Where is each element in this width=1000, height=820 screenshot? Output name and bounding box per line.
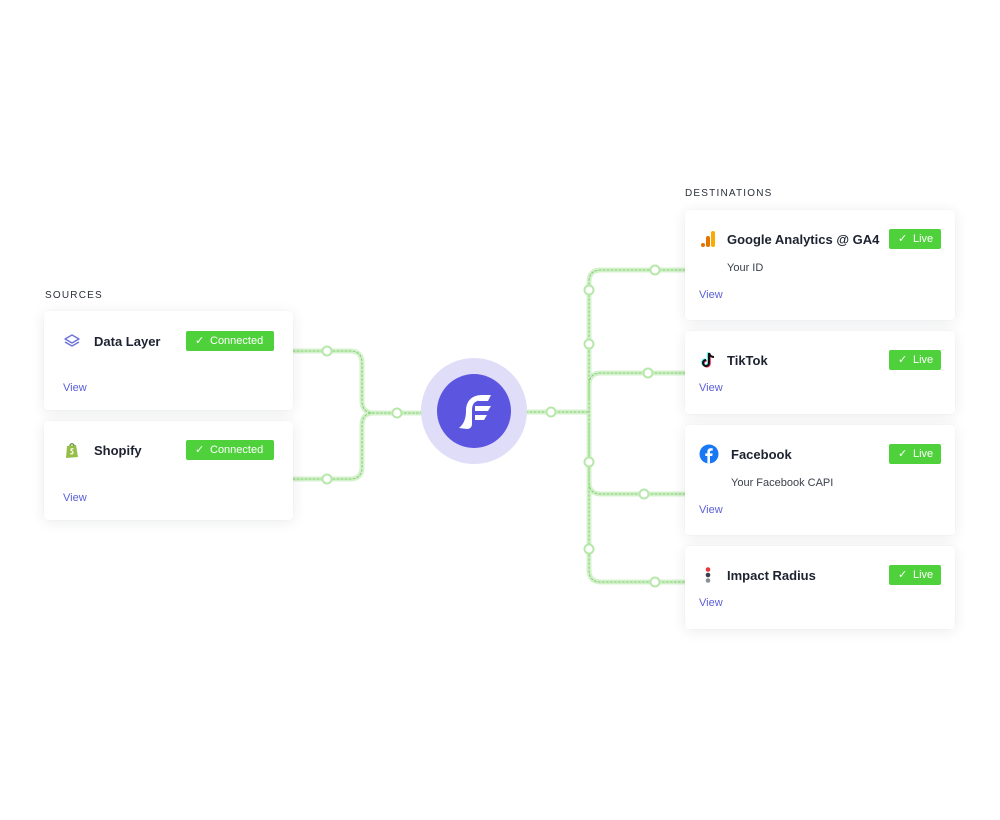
- wire-node: [391, 407, 403, 419]
- source-card-shopify: Shopify ✓ Connected View: [44, 421, 293, 520]
- wire-node: [583, 284, 595, 296]
- destination-card-tiktok: TikTok ✓ Live View: [685, 331, 955, 414]
- wire-node: [321, 345, 333, 357]
- status-text: Connected: [210, 444, 264, 456]
- wire-node: [642, 367, 654, 379]
- status-badge: ✓ Live: [889, 229, 941, 249]
- facebook-icon: [699, 444, 719, 464]
- destination-card-google-analytics: Google Analytics @ GA4 ✓ Live Your ID Vie…: [685, 210, 955, 320]
- hub-logo: [437, 374, 511, 448]
- shopify-icon: [66, 443, 78, 458]
- status-badge: ✓ Live: [889, 350, 941, 370]
- google-analytics-icon: [701, 231, 715, 247]
- check-icon: ✓: [898, 354, 908, 366]
- wire-node: [649, 264, 661, 276]
- check-icon: ✓: [898, 569, 908, 581]
- wire-node: [638, 488, 650, 500]
- check-icon: ✓: [898, 448, 908, 460]
- sources-label: SOURCES: [45, 290, 103, 301]
- destinations-label: DESTINATIONS: [685, 188, 773, 199]
- destination-subtitle: Your Facebook CAPI: [731, 477, 834, 489]
- wire-node: [583, 338, 595, 350]
- destination-card-facebook: Facebook ✓ Live Your Facebook CAPI View: [685, 425, 955, 535]
- destination-title: TikTok: [727, 353, 768, 368]
- elevar-logo-icon: [459, 395, 491, 429]
- destination-card-impact-radius: Impact Radius ✓ Live View: [685, 546, 955, 629]
- wire-node: [583, 456, 595, 468]
- wire-node: [545, 406, 557, 418]
- wire-nodes: [321, 264, 661, 588]
- source-card-data-layer: Data Layer ✓ Connected View: [44, 311, 293, 410]
- status-text: Live: [913, 569, 934, 581]
- destination-title: Facebook: [731, 447, 792, 462]
- wire-node: [321, 473, 333, 485]
- hub-ring: [421, 358, 527, 464]
- layers-icon: [64, 334, 80, 347]
- status-text: Connected: [210, 335, 264, 347]
- view-link[interactable]: View: [63, 382, 87, 394]
- view-link[interactable]: View: [699, 597, 723, 609]
- check-icon: ✓: [195, 444, 205, 456]
- view-link[interactable]: View: [699, 289, 723, 301]
- status-badge: ✓ Connected: [186, 440, 274, 460]
- check-icon: ✓: [195, 335, 205, 347]
- wire-node: [649, 576, 661, 588]
- wire-node: [583, 543, 595, 555]
- status-text: Live: [913, 354, 934, 366]
- status-badge: ✓ Live: [889, 444, 941, 464]
- view-link[interactable]: View: [699, 504, 723, 516]
- tiktok-icon: [701, 352, 715, 368]
- destination-title: Google Analytics @ GA4: [727, 232, 880, 247]
- check-icon: ✓: [898, 233, 908, 245]
- source-title: Data Layer: [94, 334, 161, 349]
- status-text: Live: [913, 448, 934, 460]
- status-badge: ✓ Live: [889, 565, 941, 585]
- source-title: Shopify: [94, 443, 142, 458]
- status-badge: ✓ Connected: [186, 331, 274, 351]
- destination-title: Impact Radius: [727, 568, 816, 583]
- view-link[interactable]: View: [699, 382, 723, 394]
- status-text: Live: [913, 233, 934, 245]
- destination-subtitle: Your ID: [727, 262, 764, 274]
- view-link[interactable]: View: [63, 492, 87, 504]
- impact-radius-icon: [705, 567, 711, 583]
